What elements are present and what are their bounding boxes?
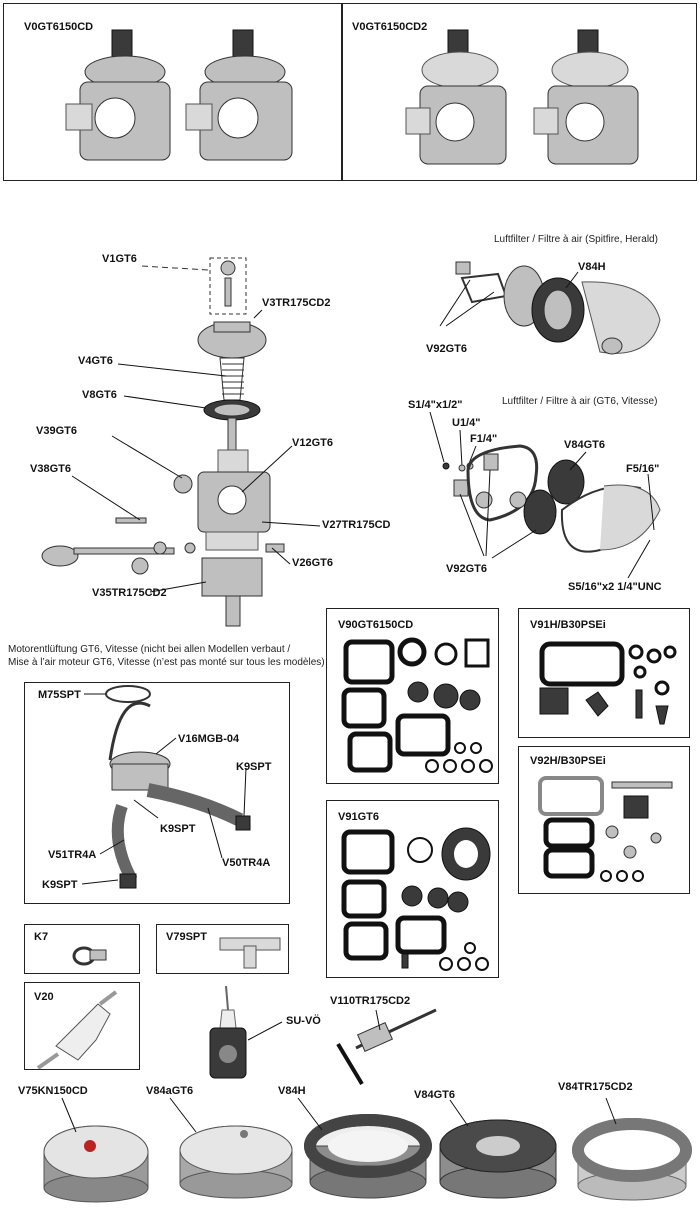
part-box-v20 <box>24 982 140 1070</box>
air-filter-gt6-drawing <box>429 411 661 579</box>
label-v1gt6: V1GT6 <box>102 253 137 265</box>
carburettor-photo-cd2-right <box>533 29 639 165</box>
label-k9spt-1: K9SPT <box>236 761 272 773</box>
breather-drawing <box>81 685 251 889</box>
label-s516: S5/16"x2 1/4"UNC <box>568 581 662 593</box>
gasket-kit-v91h-drawing <box>539 641 677 725</box>
label-v39gt6: V39GT6 <box>36 425 77 437</box>
label-f14: F1/4" <box>470 433 498 445</box>
label-v27tr175cd: V27TR175CD <box>322 519 391 531</box>
label-v84h-filter1: V84H <box>578 261 606 273</box>
carburettor-photo-cd2-left <box>405 29 507 165</box>
label-v92gt6-filter1: V92GT6 <box>426 343 467 355</box>
label-v110tr175cd2: V110TR175CD2 <box>330 995 411 1007</box>
gasket-kit-v91gt6-drawing <box>341 827 491 971</box>
label-v8gt6: V8GT6 <box>82 389 117 401</box>
caption-air-filter-gt6: Luftfilter / Filtre à air (GT6, Vitesse) <box>502 396 658 407</box>
label-v92gt6-filter2: V92GT6 <box>446 563 487 575</box>
label-v90gt6150cd: V90GT6150CD <box>338 619 414 631</box>
part-box-k7 <box>24 924 140 974</box>
label-v12gt6: V12GT6 <box>292 437 333 449</box>
label-v84gt6-bottom: V84GT6 <box>414 1089 455 1101</box>
label-v35tr175cd2: V35TR175CD2 <box>92 587 167 599</box>
caption-breather-line1: Motorentlüftung GT6, Vitesse (nicht bei … <box>8 644 291 655</box>
carburettor-box-cd2 <box>342 3 697 181</box>
hose-clip-k7-drawing <box>72 946 107 966</box>
label-f516: F5/16" <box>626 463 660 475</box>
caption-breather-line2: Mise à l’air moteur GT6, Vitesse (n’est … <box>8 657 325 668</box>
carburettor-box-cd <box>3 3 342 181</box>
label-s14: S1/4"x1/2" <box>408 399 463 411</box>
carburettor-photo-cd-right <box>185 29 293 161</box>
label-v16mgb: V16MGB-04 <box>178 733 240 745</box>
label-m75spt: M75SPT <box>38 689 81 701</box>
label-v50tr4a: V50TR4A <box>222 857 271 869</box>
label-k7: K7 <box>34 931 49 943</box>
label-v38gt6: V38GT6 <box>30 463 71 475</box>
label-k9spt-2: K9SPT <box>160 823 196 835</box>
filter-v84h-drawing <box>297 1097 432 1199</box>
label-v92h: V92H/B30PSEi <box>530 755 606 767</box>
code-v0gt6150cd: V0GT6150CD <box>24 21 94 33</box>
breather-box <box>24 682 290 904</box>
filter-v84tr-drawing <box>572 1097 692 1201</box>
gasket-kit-v92h-drawing <box>538 776 673 882</box>
label-v91gt6: V91GT6 <box>338 811 379 823</box>
label-su-vo: SU-VÖ <box>286 1015 321 1027</box>
part-box-v79spt <box>156 924 289 974</box>
carburettor-photo-cd-left <box>65 29 171 161</box>
filter-v84agt6-drawing <box>169 1097 293 1199</box>
label-v84gt6-filter2: V84GT6 <box>564 439 605 451</box>
filter-v84gt6-drawing <box>439 1099 557 1199</box>
caption-air-filter-spitfire: Luftfilter / Filtre à air (Spitfire, Her… <box>494 234 658 245</box>
label-v20: V20 <box>34 991 54 1003</box>
exploded-carburettor <box>41 257 285 627</box>
label-v84tr175cd2: V84TR175CD2 <box>558 1081 633 1093</box>
label-v3tr175cd2: V3TR175CD2 <box>262 297 331 309</box>
kit-box-v92h <box>518 746 690 894</box>
kit-box-v90 <box>326 608 499 784</box>
exploded-leader-lines <box>71 309 321 593</box>
label-v79spt: V79SPT <box>166 931 207 943</box>
label-v51tr4a: V51TR4A <box>48 849 97 861</box>
label-k9spt-3: K9SPT <box>42 879 78 891</box>
code-v0gt6150cd2: V0GT6150CD2 <box>352 21 428 33</box>
label-v4gt6: V4GT6 <box>78 355 113 367</box>
tool-v110-drawing <box>336 1008 437 1086</box>
label-v84agt6: V84aGT6 <box>146 1085 194 1097</box>
label-v84h-bottom: V84H <box>278 1085 306 1097</box>
t-piece-v79spt-drawing <box>219 937 281 969</box>
filter-v75kn-drawing <box>43 1097 149 1203</box>
kit-box-v91gt6 <box>326 800 499 978</box>
fuel-filter-v20-drawing <box>36 990 118 1070</box>
label-u14: U1/4" <box>452 417 481 429</box>
label-v26gt6: V26GT6 <box>292 557 333 569</box>
gasket-kit-v90-drawing <box>341 637 493 773</box>
air-filter-spitfire-drawing <box>439 261 661 355</box>
label-v75kn150cd: V75KN150CD <box>18 1085 88 1097</box>
kit-box-v91h <box>518 608 690 738</box>
label-v91h: V91H/B30PSEi <box>530 619 606 631</box>
oil-bottle-suvo-drawing <box>209 985 283 1079</box>
